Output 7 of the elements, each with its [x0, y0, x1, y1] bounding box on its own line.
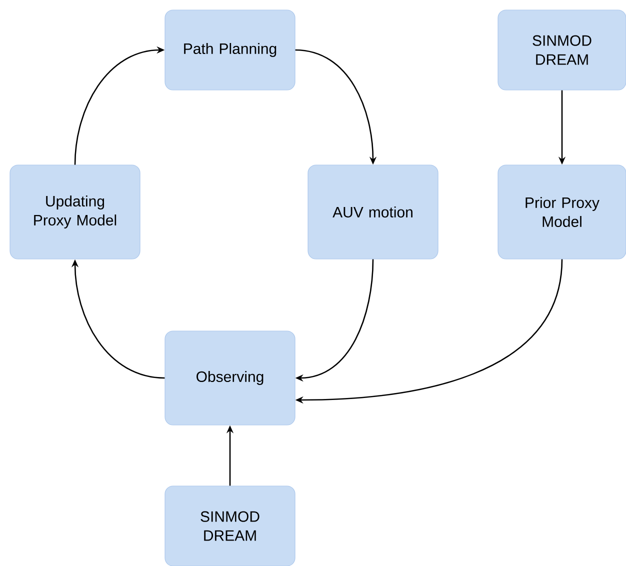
process-box: Observing	[164, 330, 296, 426]
process-box: AUV motion	[308, 164, 438, 260]
process-box: SINMOD DREAM	[164, 486, 296, 566]
process-box: Updating Proxy Model	[10, 164, 140, 260]
process-box: Path Planning	[164, 10, 296, 90]
process-box: Prior Proxy Model	[498, 164, 626, 260]
process-box: SINMOD DREAM	[498, 10, 626, 90]
